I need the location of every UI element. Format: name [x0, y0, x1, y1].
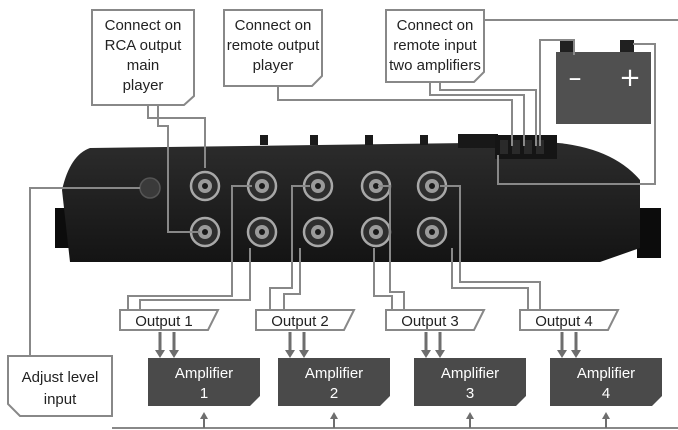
rca-jacks: [189, 170, 448, 248]
amplifier-label: Amplifier: [305, 365, 363, 382]
amplifier-label: Amplifier: [175, 365, 233, 382]
amplifier-1: Amplifier 1: [148, 358, 260, 406]
callout-remote-output: Connect on remote output player: [227, 17, 320, 74]
amplifiers: Amplifier 1 Amplifier 2 Amplifier 3 Amplifier 4: [148, 358, 662, 406]
output-label-1: Output 1: [119, 309, 220, 331]
rca-jack: [360, 216, 392, 248]
callout-adjust-level-line1: Adjust level: [22, 369, 99, 386]
amplifier-3: Amplifier 3: [414, 358, 526, 406]
battery: – +: [556, 40, 651, 124]
amplifier-box: [414, 358, 526, 406]
callout-rca-main-line1: Connect on: [105, 17, 182, 34]
down-arrow: [285, 332, 295, 358]
amplifier-2: Amplifier 2: [278, 358, 390, 406]
up-arrow: [602, 412, 610, 428]
output-label-text: Output 2: [271, 313, 329, 330]
rca-jack: [189, 170, 221, 202]
callout-adjust-level: Adjust level input: [22, 369, 99, 408]
wires: [29, 39, 656, 356]
callout-remote-output-line1: Connect on: [235, 17, 312, 34]
up-arrow: [200, 412, 208, 428]
down-arrow: [299, 332, 309, 358]
output-labels: Output 1 Output 2 Output 3 Output 4: [119, 309, 620, 331]
callout-remote-output-line2: remote output: [227, 37, 320, 54]
rca-jack: [246, 216, 278, 248]
amplifier-label: Amplifier: [577, 365, 635, 382]
battery-minus-symbol: –: [569, 63, 582, 93]
down-arrow: [155, 332, 165, 358]
callout-remote-input-line1: Connect on: [397, 17, 474, 34]
amplifier-4: Amplifier 4: [550, 358, 662, 406]
up-arrow: [330, 412, 338, 428]
callout-rca-main-line4: player: [123, 77, 164, 94]
amplifier-box: [278, 358, 390, 406]
up-arrow: [466, 412, 474, 428]
amplifier-box: [148, 358, 260, 406]
callout-rca-main-line2: RCA output: [105, 37, 183, 54]
callout-adjust-level-line2: input: [44, 391, 77, 408]
rca-jack: [360, 170, 392, 202]
output-label-3: Output 3: [385, 309, 486, 331]
rca-jack: [416, 216, 448, 248]
down-arrow: [557, 332, 567, 358]
remote-up-arrows: [200, 412, 610, 428]
amplifier-label: Amplifier: [441, 365, 499, 382]
down-arrow: [571, 332, 581, 358]
callout-remote-input: Connect on remote input two amplifiers: [389, 17, 481, 74]
output-label-4: Output 4: [519, 309, 620, 331]
rca-jack: [302, 216, 334, 248]
down-arrow: [169, 332, 179, 358]
rca-jack: [189, 216, 221, 248]
output-label-text: Output 1: [135, 313, 193, 330]
amplifier-number: 3: [466, 385, 474, 402]
output-label-frame: [385, 309, 486, 331]
rca-jack: [416, 170, 448, 202]
amplifier-number: 2: [330, 385, 338, 402]
callout-remote-input-line2: remote input: [393, 37, 477, 54]
callout-rca-main: Connect on RCA output main player: [105, 17, 183, 94]
splitter-device: [55, 134, 661, 262]
rca-jack: [246, 170, 278, 202]
callout-remote-input-line3: two amplifiers: [389, 57, 481, 74]
output-label-frame: [119, 309, 220, 331]
output-label-frame: [255, 309, 356, 331]
output-label-2: Output 2: [255, 309, 356, 331]
down-arrow: [435, 332, 445, 358]
output-label-text: Output 4: [535, 313, 593, 330]
amplifier-number: 1: [200, 385, 208, 402]
battery-plus-symbol: +: [619, 63, 641, 93]
amplifier-number: 4: [602, 385, 610, 402]
callout-frames: [7, 9, 485, 417]
output-label-frame: [519, 309, 620, 331]
output-to-amp-arrows: [155, 332, 581, 358]
callout-rca-main-line3: main: [127, 57, 160, 74]
down-arrow: [421, 332, 431, 358]
output-label-text: Output 3: [401, 313, 459, 330]
amplifier-box: [550, 358, 662, 406]
callout-remote-output-line3: player: [253, 57, 294, 74]
